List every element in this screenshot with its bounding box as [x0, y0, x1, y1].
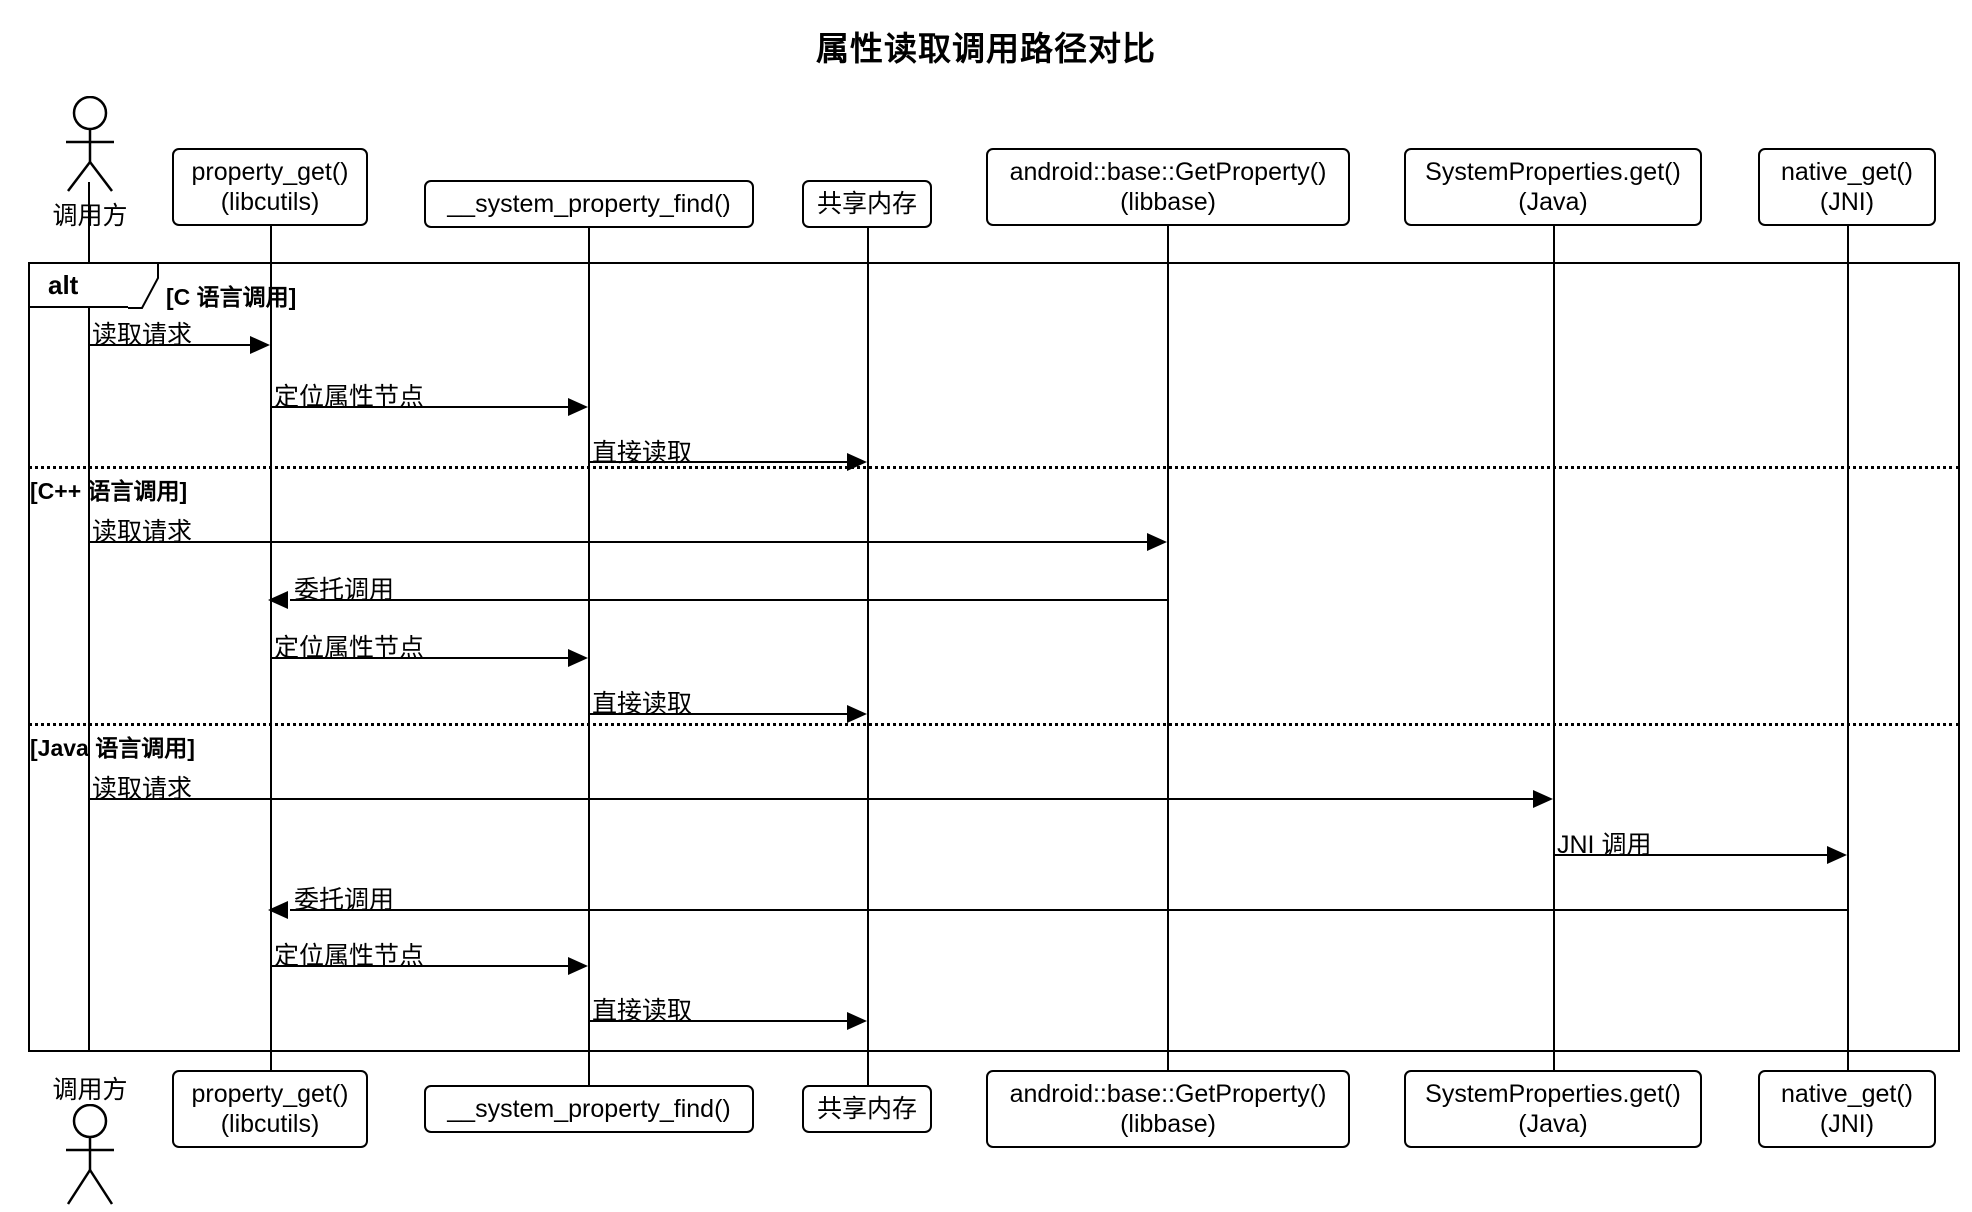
message-arrowhead-2	[568, 398, 588, 416]
participant-property-get-bottom[interactable]: property_get() (libcutils)	[172, 1070, 368, 1148]
alt-divider-cpp	[28, 466, 1960, 469]
message-arrowhead-6	[568, 649, 588, 667]
message-line-2	[270, 406, 571, 408]
participant-label-line2: (libbase)	[1120, 188, 1216, 216]
actor-caller-top	[66, 96, 114, 192]
message-arrowhead-5	[268, 591, 288, 609]
participant-label-line2: (libbase)	[1120, 1110, 1216, 1138]
actor-caller-bottom	[66, 1104, 114, 1205]
page-title: 属性读取调用路径对比	[816, 30, 1156, 67]
message-line-12	[588, 1020, 850, 1022]
participant-label-line2: (libcutils)	[220, 1110, 320, 1138]
participant-label-line1: SystemProperties.get()	[1425, 157, 1681, 186]
lifeline-property-get	[270, 190, 272, 1116]
participant-label-line1: __system_property_find()	[447, 1094, 731, 1123]
message-line-5	[290, 599, 1167, 601]
message-line-6	[270, 657, 571, 659]
message-line-4	[88, 541, 1150, 543]
message-arrowhead-1	[250, 336, 270, 354]
participant-label-line1: 共享内存	[816, 1094, 917, 1123]
participant-label-line1: native_get()	[1780, 157, 1914, 186]
alt-frame-tab: alt	[30, 264, 130, 308]
participant-getproperty-top[interactable]: android::base::GetProperty() (libbase)	[986, 148, 1350, 226]
alt-guard-cpp: [C++ 语言调用]	[30, 478, 188, 504]
participant-label-line2: (Java)	[1518, 188, 1588, 216]
participant-native-get-bottom[interactable]: native_get() (JNI)	[1758, 1070, 1936, 1148]
participant-sysprops-java-bottom[interactable]: SystemProperties.get() (Java)	[1404, 1070, 1702, 1148]
message-arrowhead-11	[568, 957, 588, 975]
participant-shared-mem-bottom[interactable]: 共享内存	[802, 1085, 932, 1133]
participant-sysprops-java-top[interactable]: SystemProperties.get() (Java)	[1404, 148, 1702, 226]
message-arrowhead-3	[847, 453, 867, 471]
message-arrowhead-4	[1147, 533, 1167, 551]
participant-label-line2: (JNI)	[1819, 188, 1875, 216]
participant-label-line2: (JNI)	[1819, 1110, 1875, 1138]
participant-native-get-top[interactable]: native_get() (JNI)	[1758, 148, 1936, 226]
alt-guard-java: [Java 语言调用]	[30, 735, 195, 761]
participant-label-line1: __system_property_find()	[447, 189, 731, 218]
lifeline-shared-mem	[867, 194, 869, 1116]
actor-caller-bottom-label: 调用方	[52, 1076, 128, 1104]
lifeline-native-get	[1847, 190, 1849, 1116]
alt-guard-c: [C 语言调用]	[166, 284, 297, 310]
participant-label-line2: (libcutils)	[220, 188, 320, 216]
participant-label-line1: android::base::GetProperty()	[1009, 157, 1327, 186]
message-arrowhead-12	[847, 1012, 867, 1030]
lifeline-caller	[88, 182, 90, 1050]
message-arrowhead-8	[1533, 790, 1553, 808]
alt-frame-operator: alt	[48, 269, 79, 300]
participant-label-line1: SystemProperties.get()	[1425, 1079, 1681, 1108]
lifeline-getproperty	[1167, 190, 1169, 1116]
alt-divider-java	[28, 723, 1960, 726]
message-arrowhead-10	[268, 901, 288, 919]
message-line-11	[270, 965, 571, 967]
participant-label-line1: 共享内存	[816, 189, 917, 218]
message-arrowhead-9	[1827, 846, 1847, 864]
message-line-10	[290, 909, 1847, 911]
message-line-1	[88, 344, 253, 346]
message-line-9	[1553, 854, 1830, 856]
alt-frame	[28, 262, 1960, 1052]
participant-sys-prop-find-bottom[interactable]: __system_property_find()	[424, 1085, 754, 1133]
participant-sys-prop-find-top[interactable]: __system_property_find()	[424, 180, 754, 228]
lifeline-sys-prop-find	[588, 194, 590, 1116]
message-label-3: 直接读取	[592, 439, 693, 467]
message-line-8	[88, 798, 1536, 800]
message-line-7	[588, 713, 850, 715]
participant-getproperty-bottom[interactable]: android::base::GetProperty() (libbase)	[986, 1070, 1350, 1148]
message-line-3	[588, 461, 850, 463]
participant-label-line1: android::base::GetProperty()	[1009, 1079, 1327, 1108]
participant-label-line2: (Java)	[1518, 1110, 1588, 1138]
participant-property-get-top[interactable]: property_get() (libcutils)	[172, 148, 368, 226]
message-arrowhead-7	[847, 705, 867, 723]
participant-shared-mem-top[interactable]: 共享内存	[802, 180, 932, 228]
participant-label-line1: native_get()	[1780, 1079, 1914, 1108]
participant-label-line1: property_get()	[191, 1079, 349, 1108]
participant-label-line1: property_get()	[191, 157, 349, 186]
alt-frame-tab-notch	[128, 264, 159, 309]
lifeline-sysprops-java	[1553, 190, 1555, 1116]
actor-caller-top-label: 调用方	[52, 202, 128, 230]
